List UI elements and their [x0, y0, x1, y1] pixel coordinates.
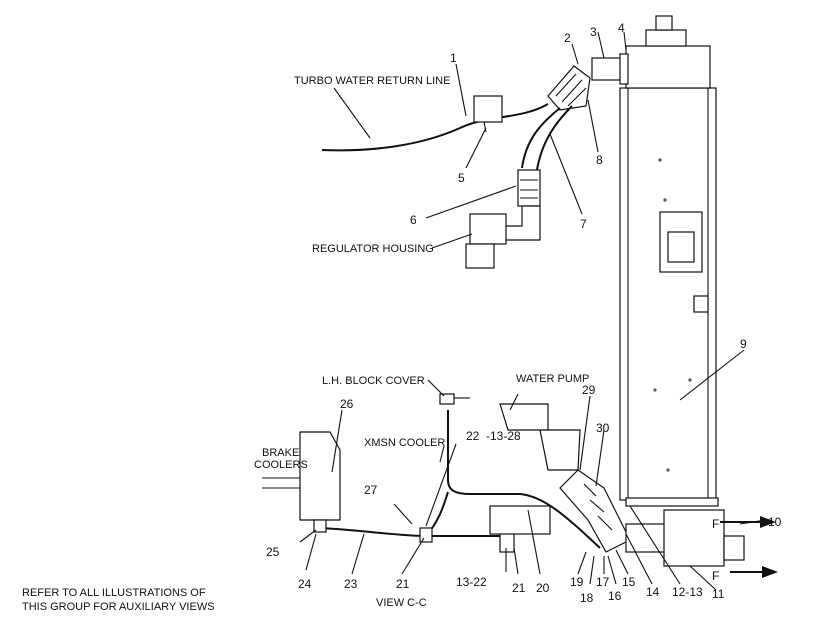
- callout-1: 1: [450, 51, 457, 65]
- xmsn-cooler-lines: [319, 410, 601, 553]
- upper-elbow-hose: [547, 65, 591, 111]
- radiator-tank: [619, 15, 719, 507]
- lh-block-cover-fitting: [439, 393, 470, 405]
- callout-25: 25: [266, 545, 280, 559]
- callout-15: 15: [622, 575, 636, 589]
- view-label: VIEW C-C: [376, 597, 427, 609]
- callout-2: 2: [564, 31, 571, 45]
- callout-12-13: 12-13: [672, 585, 703, 599]
- callout-19: 19: [570, 575, 584, 589]
- water-pump-label: WATER PUMP: [516, 373, 589, 385]
- callout-16: 16: [608, 589, 622, 603]
- callout-7: 7: [580, 217, 587, 231]
- lower-elbow-pipe: [539, 429, 745, 567]
- regulator-housing: [465, 169, 541, 269]
- leader-lines: [299, 31, 767, 591]
- callout-30: 30: [596, 421, 610, 435]
- brake-coolers-label-1: BRAKE: [262, 447, 299, 459]
- callout-13-28: -13-28: [486, 429, 521, 443]
- xmsn-cooler-label: XMSN COOLER: [364, 437, 445, 449]
- callout-21-right: 21: [512, 581, 526, 595]
- callout-11: 11: [712, 587, 725, 601]
- callout-21-left: 21: [396, 577, 410, 591]
- callout-18: 18: [580, 591, 594, 605]
- callout-17: 17: [596, 575, 610, 589]
- refer-note-line-2: THIS GROUP FOR AUXILIARY VIEWS: [22, 601, 215, 613]
- brake-coolers: [262, 431, 341, 533]
- regulator-housing-label: REGULATOR HOUSING: [312, 243, 434, 255]
- callout-22: 22: [466, 429, 480, 443]
- refer-note-line-1: REFER TO ALL ILLUSTRATIONS OF: [22, 587, 206, 599]
- flow-mark-lower: F: [712, 569, 719, 583]
- pipe-7: [521, 107, 561, 169]
- callout-29: 29: [582, 383, 596, 397]
- callout-26: 26: [340, 397, 354, 411]
- water-pump: [499, 403, 549, 431]
- callout-9: 9: [740, 337, 747, 351]
- callout-6: 6: [410, 213, 417, 227]
- turbo-return-line: [321, 95, 549, 152]
- callout-23: 23: [344, 577, 358, 591]
- callout-27: 27: [364, 483, 378, 497]
- callout-13-22: 13-22: [456, 575, 487, 589]
- callout-5: 5: [458, 171, 465, 185]
- callout-14: 14: [646, 585, 660, 599]
- callout-10: 10: [768, 515, 782, 529]
- flow-mark-upper: F: [712, 517, 719, 531]
- top-outlet-pipe: [591, 53, 629, 85]
- callout-4: 4: [618, 21, 625, 35]
- turbo-return-label: TURBO WATER RETURN LINE: [294, 75, 450, 87]
- callout-24: 24: [298, 577, 312, 591]
- callout-3: 3: [590, 25, 597, 39]
- callout-8: 8: [596, 153, 603, 167]
- brake-coolers-label-2: COOLERS: [254, 459, 308, 471]
- callout-20: 20: [536, 581, 550, 595]
- lh-block-cover-label: L.H. BLOCK COVER: [322, 375, 425, 387]
